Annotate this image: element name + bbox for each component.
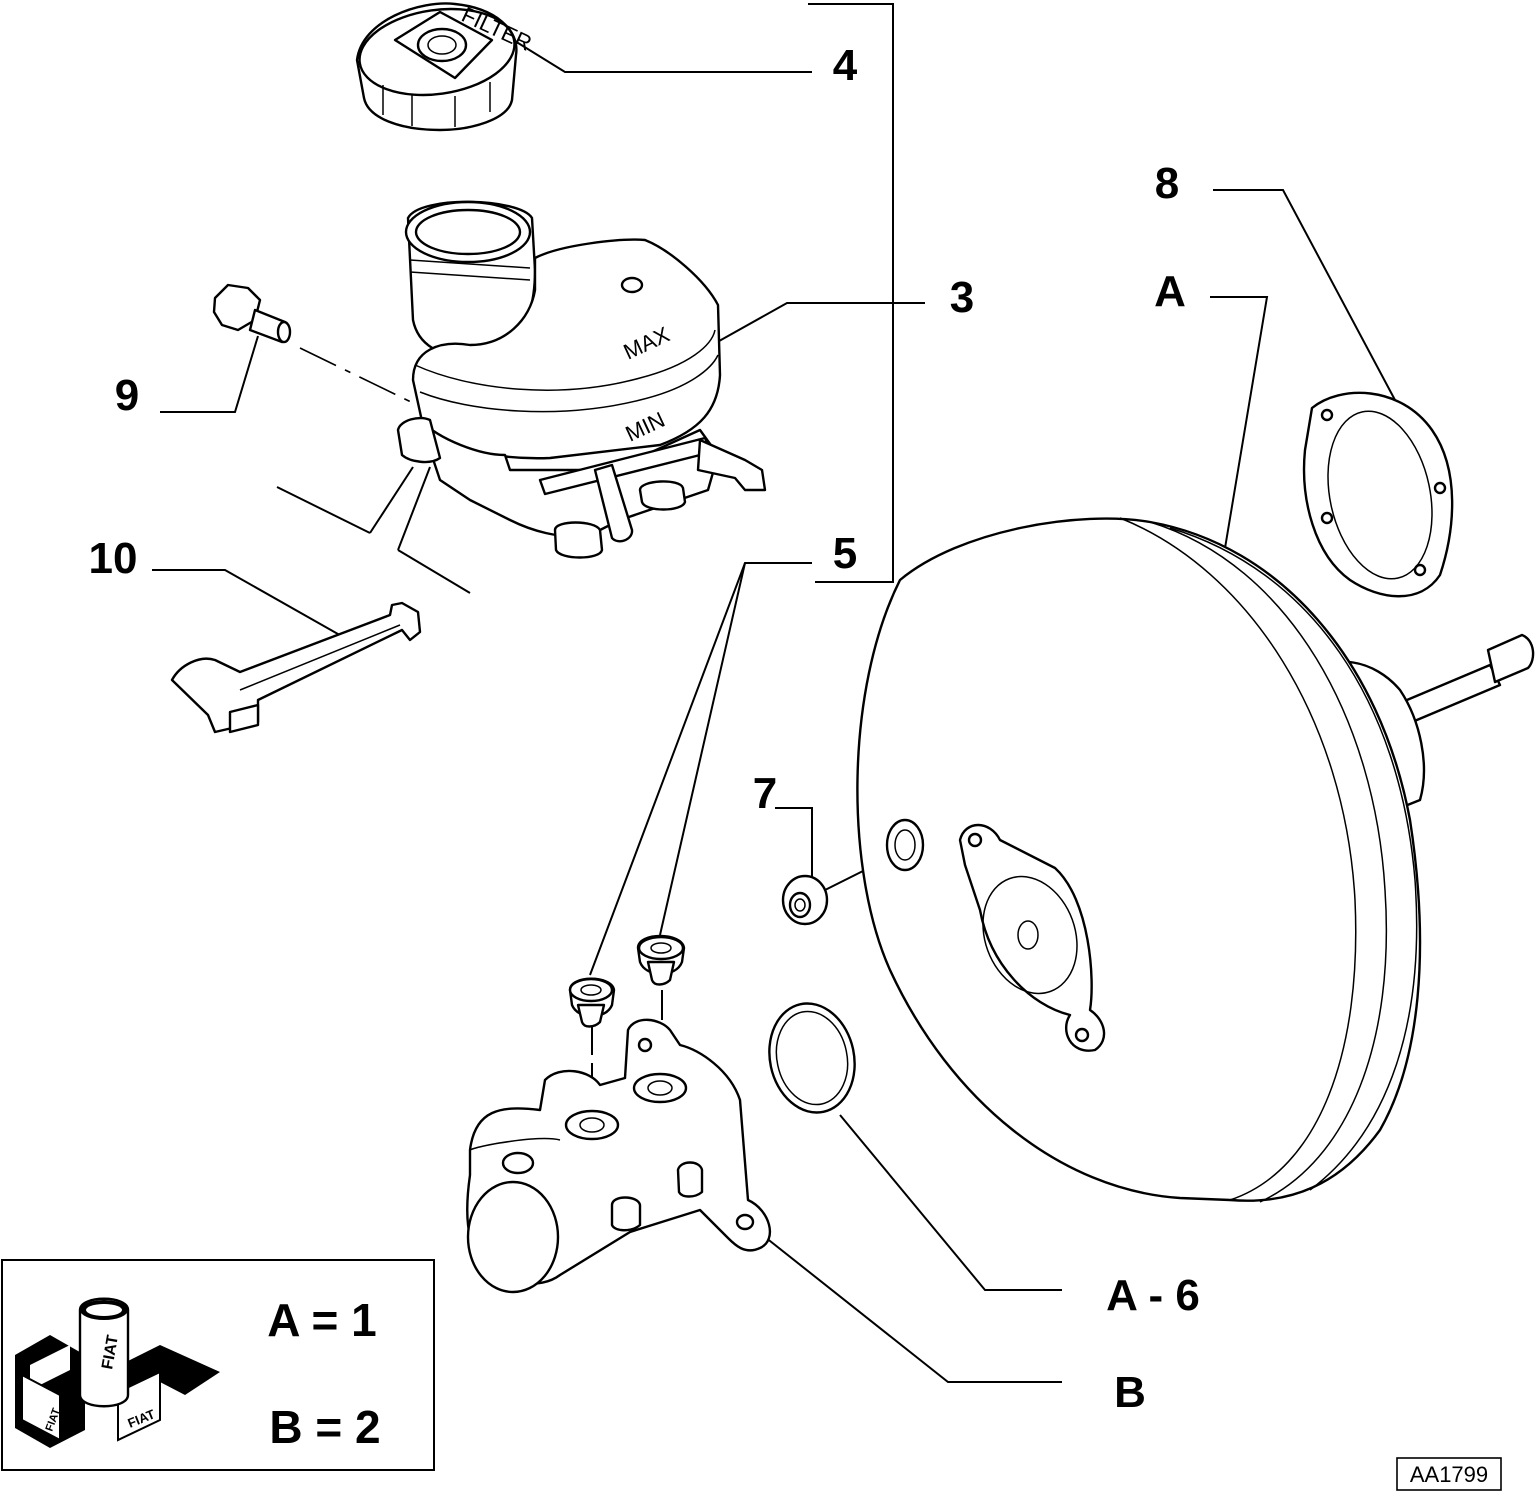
callout-b: B: [1114, 1368, 1146, 1417]
bolt: [212, 283, 292, 344]
reservoir-cap: FILTER: [355, 2, 536, 132]
legend-line-b: B = 2: [269, 1401, 380, 1453]
callout-labels: 4 3 9 10 5 8 A 7 A - 6 B: [89, 41, 1200, 1417]
master-cylinder-body: [466, 1018, 771, 1294]
callout-10: 10: [89, 534, 138, 583]
callout-a-6: A - 6: [1106, 1271, 1200, 1320]
reference-code: AA1799: [1410, 1462, 1488, 1487]
callout-4: 4: [833, 41, 858, 90]
gasket: [1302, 391, 1454, 598]
callout-7: 7: [753, 769, 777, 818]
reservoir-seal-right: [636, 934, 686, 986]
callout-3: 3: [950, 273, 974, 322]
master-cylinder-reservoir: MAX MIN: [396, 200, 767, 559]
grommet: [781, 874, 829, 926]
fiat-lubricant-icon: FIAT FIAT FIAT: [15, 1297, 220, 1448]
callout-5: 5: [833, 529, 857, 578]
callout-8: 8: [1155, 159, 1179, 208]
legend-line-a: A = 1: [267, 1294, 377, 1346]
o-ring-seal: [768, 1002, 856, 1114]
brake-booster: [856, 517, 1535, 1203]
callout-a: A: [1154, 267, 1186, 316]
retaining-clip: [170, 601, 422, 734]
reservoir-seal-left: [568, 977, 616, 1028]
reference-code-box: AA1799: [1396, 1457, 1502, 1491]
can-brand-text: FIAT: [99, 1334, 122, 1371]
legend-box: FIAT FIAT FIAT A = 1 B = 2: [1, 1259, 435, 1471]
callout-9: 9: [115, 371, 139, 420]
